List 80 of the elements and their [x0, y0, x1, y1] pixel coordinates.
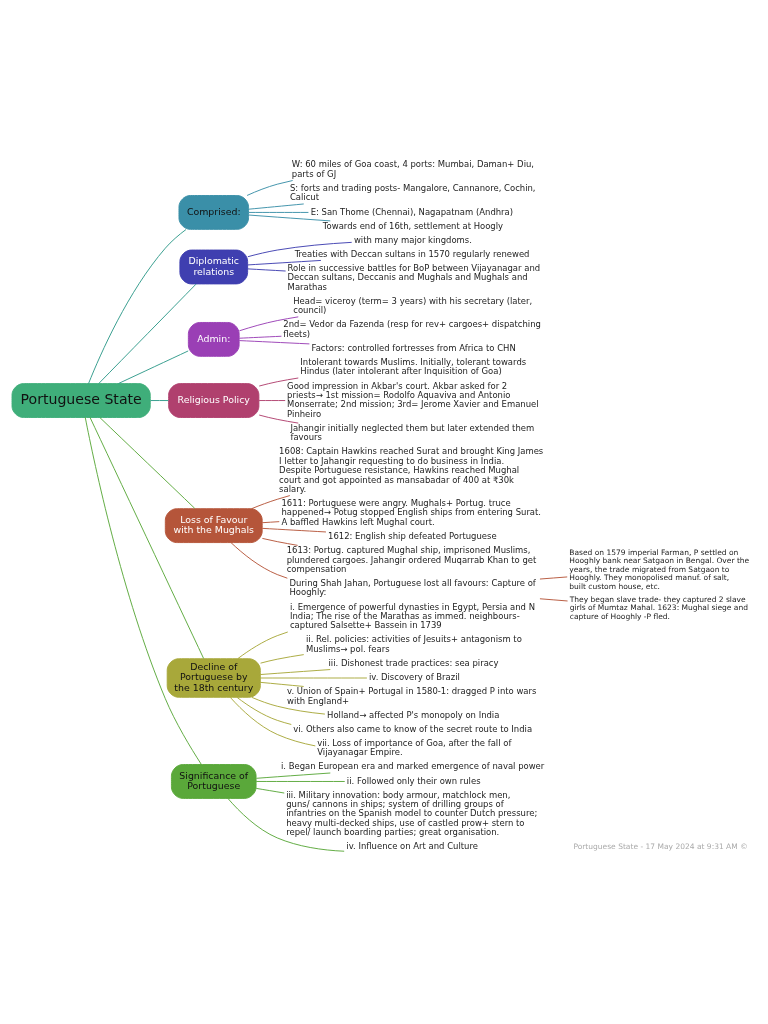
connector: [259, 681, 305, 687]
node-text: They began slave trade- they captured 2 slave girls of Mumtaz Mahal. 1623: Mughal siege and capture of Hooghly -P fled.: [569, 594, 748, 621]
connector: [246, 180, 294, 196]
node-text: iv. Discovery of Brazil: [368, 672, 460, 683]
connector: [261, 537, 299, 546]
node-text: ii. Rel. policies: activities of Jesuits+ antagonism to Muslims→ pol. fears: [305, 634, 522, 654]
connector: [89, 417, 205, 659]
connector: [236, 697, 292, 725]
node-text: S: forts and trading posts- Mangalore, Cannanore, Cochin, Calicut: [289, 182, 536, 203]
connector: [248, 203, 305, 210]
node-text: Factors: controlled fortresses from Africa to CHN: [311, 342, 516, 353]
connector: [84, 417, 202, 765]
node-text: W: 60 miles of Goa coast, 4 ports: Mumbai, Daman+ Diu, parts of GJ: [291, 159, 535, 179]
connector: [238, 335, 282, 339]
node-text: Intolerant towards Muslims. Initially, tolerant towards Hindus (later intolerant after Inquisition of Goa): [300, 356, 527, 377]
node-text: iii. Military innovation: body armour, matchlock men, guns/ cannons in ships; system of drilling groups of infantries on the Spanish model to counter Dutch pressure; heavy multi-decked ships, use of castled prow+ stern to repel/ launch boarding parties; great organisation.: [286, 789, 538, 838]
label: Portuguese State - 17 May 2024 at 9:31 AM ©: [573, 842, 748, 852]
connector: [247, 268, 287, 272]
node-box: Loss of Favour with the Mughals: [164, 508, 263, 544]
connector: [260, 669, 331, 675]
connector: [259, 677, 368, 679]
connector: [260, 654, 305, 664]
connector: [255, 781, 346, 782]
connector: [251, 495, 291, 510]
node-text: Jahangir initially neglected them but later extended them favours: [290, 422, 535, 443]
node-text: Role in successive battles for BoP between Vijayanagar and Deccan sultans, Deccanis and Mughals and Mughals and Marathas: [287, 262, 541, 292]
connector: [230, 542, 288, 579]
node-text: iii. Dishonest trade practices: sea piracy: [328, 657, 499, 668]
connector: [88, 229, 187, 385]
connector: [258, 400, 286, 401]
node-text: During Shah Jahan, Portuguese lost all favours: Capture of Hooghly:: [289, 578, 536, 598]
connector: [539, 576, 568, 580]
connector: [261, 521, 280, 524]
connector: [258, 414, 299, 424]
connector: [261, 527, 327, 533]
connector: [238, 340, 310, 345]
node-text: Good impression in Akbar's court. Akbar asked for 2 priests→ 1st mission= Rodolfo Aquaviva and Antonio Monserrate; 2nd mission; 3rd= Jerome Xavier and Emanuel Pinheiro: [287, 380, 539, 419]
node-text: v. Union of Spain+ Portugal in 1580-1: dragged P into wars with England+: [287, 686, 537, 706]
node-box: Admin:: [187, 322, 240, 357]
node-text: Towards end of 16th, settlement at Hoogly: [322, 220, 504, 231]
node-text: i. Began European era and marked emergence of naval power: [281, 761, 545, 772]
connector: [247, 259, 322, 266]
node-text: E: San Thome (Chennai), Nagapatnam (Andhra): [310, 206, 514, 217]
connector: [229, 696, 316, 747]
connector: [248, 211, 309, 213]
node-text: 1612: English ship defeated Portuguese: [328, 530, 497, 541]
node-text: 1608: Captain Hawkins reached Surat and brought King James I letter to Jahangir requesting to do business in India. Despite Portuguese resistance, Hawkins reached Mughal court and got appointed as mansabadar of 400 at ₹30k salary.: [279, 446, 544, 494]
connector: [258, 377, 299, 387]
connector: [251, 696, 326, 715]
connector: [99, 417, 196, 509]
node-text: Treaties with Deccan sultans in 1570 regularly renewed: [294, 248, 530, 259]
node-text: i. Emergence of powerful dynasties in Egypt, Persia and N India; The rise of the Marathas as immed. neighbours- captured Salsette+ Bassein in 1739: [289, 601, 535, 631]
connector: [237, 631, 289, 659]
node-text: vi. Others also came to know of the secret route to India: [293, 723, 533, 734]
node-text: Based on 1579 imperial Farman, P settled on Hooghly bank near Satgaon in Bengal. Over the years, the trade migrated from Satgaon to Hooghly. They monopolised manuf. of salt, built custom house, etc.: [569, 547, 750, 591]
connector: [255, 787, 285, 794]
node-box: Significance of Portuguese: [170, 764, 257, 799]
connector: [248, 214, 331, 222]
node-text: 1611: Portuguese were angry. Mughals+ Portug. truce happened→ Potug stopped English ships from entering Surat. A baffled Hawkins left Mughal court.: [281, 498, 542, 527]
node-text: 1613: Portug. captured Mughal ship, imprisoned Muslims, plundered cargoes. Jahangir ordered Muqarrab Khan to get compensation: [286, 545, 537, 574]
node-text: iv. Influence on Art and Culture: [346, 841, 478, 852]
node-box: Religious Policy: [168, 383, 260, 418]
connector: [98, 283, 197, 384]
node-text: 2nd= Vedor da Fazenda (resp for rev+ cargoes+ dispatching fleets): [283, 319, 541, 339]
node-text: Holland→ affected P's monopoly on India: [327, 709, 500, 720]
node-box: Diplomatic relations: [179, 249, 249, 285]
connector: [238, 316, 299, 332]
node-text: with many major kingdoms.: [353, 234, 472, 245]
node-text: ii. Followed only their own rules: [346, 775, 481, 786]
node-text: Head= viceroy (term= 3 years) with his secretary (later, council): [293, 295, 533, 316]
connector: [247, 241, 353, 258]
connector: [255, 772, 331, 779]
node-text: vii. Loss of importance of Goa, after the fall of Vijayanagar Empire.: [317, 737, 512, 758]
connector: [227, 798, 345, 852]
connector: [539, 598, 569, 602]
node-box: Decline of Portuguese by the 18th century: [166, 658, 261, 698]
node-box: Comprised:: [178, 195, 250, 230]
connector: [150, 400, 169, 401]
connector: [118, 350, 189, 384]
node-box: Portuguese State: [11, 383, 151, 418]
